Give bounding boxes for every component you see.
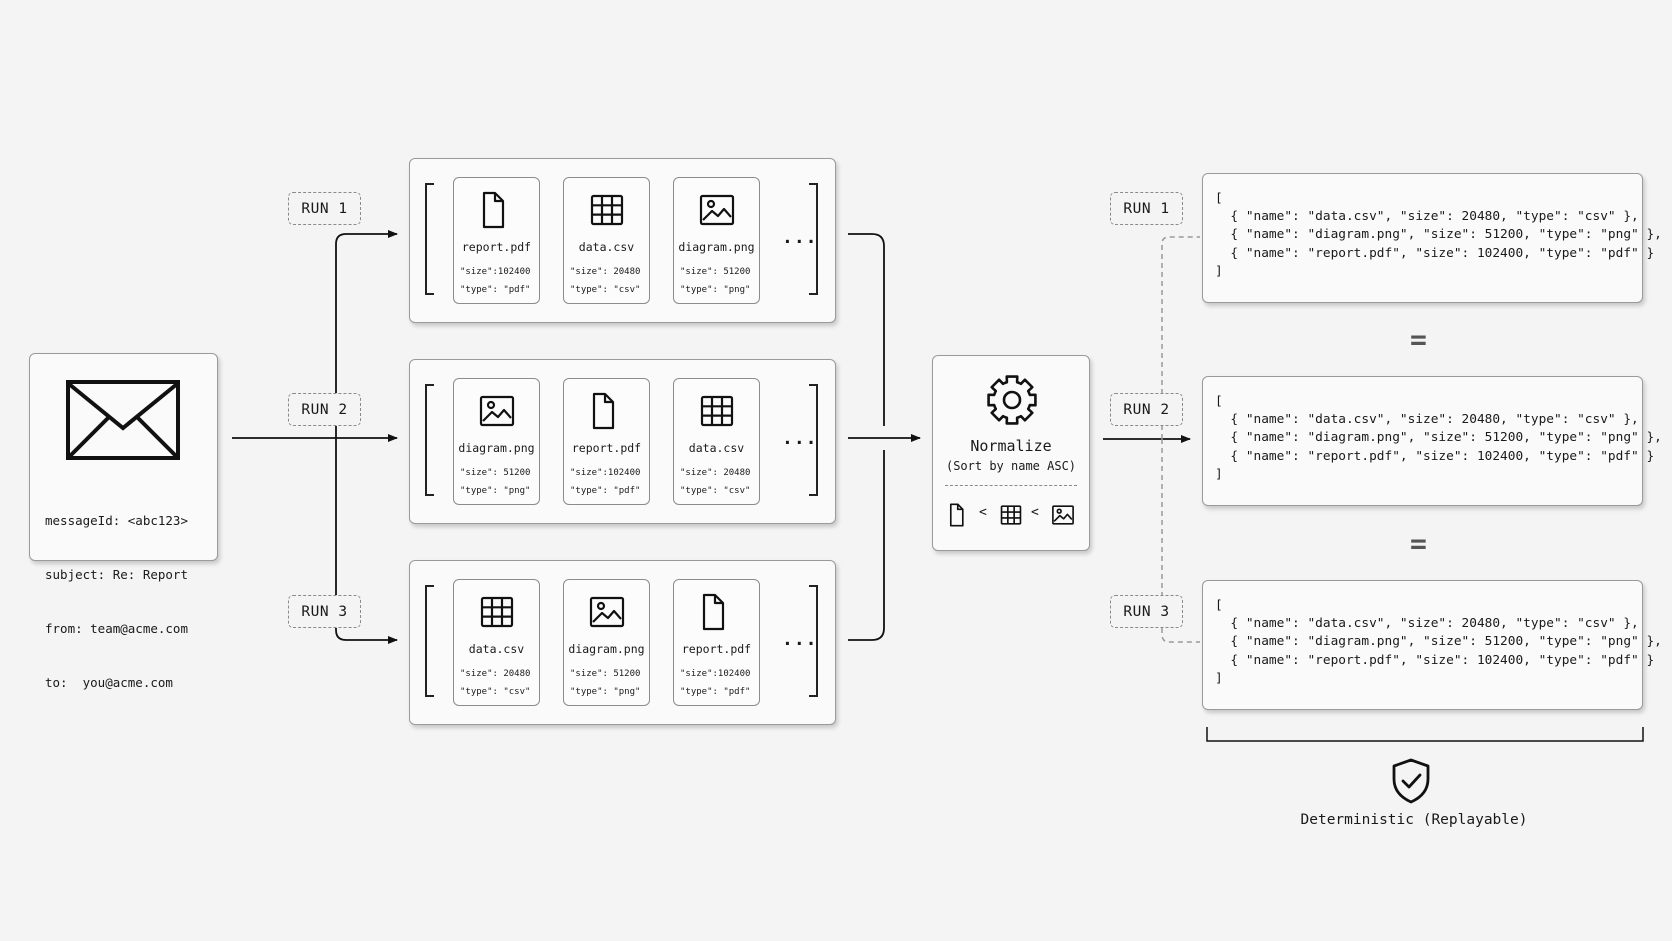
equals-sign: = xyxy=(1410,323,1427,356)
email-from: from: team@acme.com xyxy=(45,621,188,636)
normalize-title: Normalize xyxy=(970,437,1052,455)
array-bracket-close xyxy=(809,384,818,496)
attachment-name: report.pdf xyxy=(571,441,642,455)
output-json-text: [ { "name": "data.csv", "size": 20480, "… xyxy=(1215,191,1662,279)
attachment-size: "size":102400 xyxy=(680,669,751,679)
deterministic-label: Deterministic (Replayable) xyxy=(1300,812,1528,828)
less-than-separator: < xyxy=(1031,505,1039,520)
output-json-run-2: [ { "name": "data.csv", "size": 20480, "… xyxy=(1202,376,1662,506)
run-tag-3: RUN 3 xyxy=(288,595,361,628)
attachment-type: "type": "pdf" xyxy=(680,687,751,697)
more-items-ellipsis: ... xyxy=(782,629,818,650)
equals-sign: = xyxy=(1410,527,1427,560)
attachment-type: "type": "csv" xyxy=(680,486,751,496)
output-json-run-1: [ { "name": "data.csv", "size": 20480, "… xyxy=(1202,173,1662,303)
output-json-text: [ { "name": "data.csv", "size": 20480, "… xyxy=(1215,394,1662,482)
attachment-type: "type": "csv" xyxy=(460,687,531,697)
attachment-card: data.csv "size": 20480 "type": "csv" xyxy=(673,378,760,505)
attachment-card: report.pdf "size":102400 "type": "pdf" xyxy=(563,378,650,505)
attachment-type: "type": "csv" xyxy=(570,285,641,295)
attachment-card: diagram.png "size": 51200 "type": "png" xyxy=(673,177,760,304)
attachment-name: diagram.png xyxy=(678,240,755,254)
array-bracket-open xyxy=(425,384,434,496)
attachment-type: "type": "png" xyxy=(570,687,641,697)
document-icon xyxy=(592,392,615,430)
attachment-card: diagram.png "size": 51200 "type": "png" xyxy=(563,579,650,706)
attachment-size: "size": 51200 xyxy=(570,669,641,679)
attachment-card: data.csv "size": 20480 "type": "csv" xyxy=(563,177,650,304)
image-icon xyxy=(1052,505,1074,525)
result-bracket xyxy=(1206,727,1644,742)
attachment-name: diagram.png xyxy=(568,642,645,656)
table-icon xyxy=(480,596,514,628)
more-items-ellipsis: ... xyxy=(782,428,818,449)
attachment-type: "type": "pdf" xyxy=(460,285,531,295)
gear-icon xyxy=(987,375,1037,425)
attachment-name: diagram.png xyxy=(458,441,535,455)
document-icon xyxy=(482,191,505,229)
email-to: to: you@acme.com xyxy=(45,675,173,690)
attachment-size: "size": 51200 xyxy=(460,468,531,478)
array-bracket-open xyxy=(425,585,434,697)
attachment-card: report.pdf "size":102400 "type": "pdf" xyxy=(453,177,540,304)
email-metadata: messageId: <abc123> subject: Re: Report … xyxy=(45,476,188,728)
normalize-subtitle: (Sort by name ASC) xyxy=(945,459,1077,473)
table-icon xyxy=(1000,505,1022,525)
array-bracket-close xyxy=(809,183,818,295)
attachment-type: "type": "png" xyxy=(680,285,751,295)
attachment-card: report.pdf "size":102400 "type": "pdf" xyxy=(673,579,760,706)
output-json-text: [ { "name": "data.csv", "size": 20480, "… xyxy=(1215,598,1662,686)
attachment-size: "size": 20480 xyxy=(680,468,751,478)
email-message-id: messageId: <abc123> xyxy=(45,513,188,528)
normalize-divider xyxy=(945,485,1077,486)
output-run-tag-1: RUN 1 xyxy=(1110,192,1183,225)
image-icon xyxy=(589,596,625,628)
attachment-size: "size":102400 xyxy=(460,267,531,277)
attachment-card: data.csv "size": 20480 "type": "csv" xyxy=(453,579,540,706)
attachment-card: diagram.png "size": 51200 "type": "png" xyxy=(453,378,540,505)
run-3-attachments: data.csv "size": 20480 "type": "csv" diagra… xyxy=(409,560,836,725)
output-json-run-3: [ { "name": "data.csv", "size": 20480, "… xyxy=(1202,580,1662,710)
attachment-name: report.pdf xyxy=(461,240,532,254)
attachment-name: data.csv xyxy=(468,642,525,656)
image-icon xyxy=(479,395,515,427)
output-run-tag-2: RUN 2 xyxy=(1110,393,1183,426)
run-1-attachments: report.pdf "size":102400 "type": "pdf" data… xyxy=(409,158,836,323)
attachment-size: "size":102400 xyxy=(570,468,641,478)
attachment-size: "size": 20480 xyxy=(460,669,531,679)
less-than-separator: < xyxy=(979,505,987,520)
attachment-name: data.csv xyxy=(688,441,745,455)
image-icon xyxy=(699,194,735,226)
sort-order-row: < < xyxy=(945,500,1079,530)
document-icon xyxy=(949,503,964,527)
table-icon xyxy=(700,395,734,427)
envelope-icon xyxy=(66,380,180,460)
table-icon xyxy=(590,194,624,226)
attachment-type: "type": "png" xyxy=(460,486,531,496)
email-message-box: messageId: <abc123> subject: Re: Report … xyxy=(29,353,218,690)
attachment-type: "type": "pdf" xyxy=(570,486,641,496)
shield-check-icon xyxy=(1392,758,1430,804)
run-tag-1: RUN 1 xyxy=(288,192,361,225)
array-bracket-close xyxy=(809,585,818,697)
normalize-box: Normalize (Sort by name ASC) < < xyxy=(932,355,1090,551)
output-run-tag-3: RUN 3 xyxy=(1110,595,1183,628)
line-run3-to-normalize xyxy=(848,450,885,641)
run-2-attachments: diagram.png "size": 51200 "type": "png" rep… xyxy=(409,359,836,524)
more-items-ellipsis: ... xyxy=(782,227,818,248)
attachment-size: "size": 20480 xyxy=(570,267,641,277)
email-subject: subject: Re: Report xyxy=(45,567,188,582)
attachment-size: "size": 51200 xyxy=(680,267,751,277)
document-icon xyxy=(702,593,725,631)
attachment-name: data.csv xyxy=(578,240,635,254)
attachment-name: report.pdf xyxy=(681,642,752,656)
array-bracket-open xyxy=(425,183,434,295)
line-run1-to-normalize xyxy=(848,233,885,426)
run-tag-2: RUN 2 xyxy=(288,393,361,426)
